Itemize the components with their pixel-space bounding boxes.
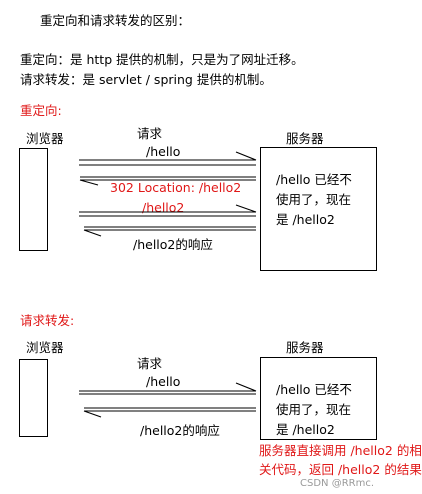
arrow-forward-request	[79, 382, 257, 395]
arrow-redirect-request	[79, 151, 257, 166]
redirect-section-title: 重定向:	[20, 103, 62, 118]
forward-section-title: 请求转发:	[20, 313, 75, 328]
arrows-layer	[79, 151, 257, 418]
forward-annotation-line: 服务器直接调用 /hello2 的相	[259, 443, 422, 458]
watermark: CSDN @RRmc.	[300, 478, 375, 489]
arrow-redirect-hello2-response	[83, 226, 256, 237]
redirect-server-box	[260, 147, 377, 271]
forward-server-box	[260, 357, 377, 440]
redirect-hello2-path: /hello2	[142, 200, 185, 215]
forward-hello-path: /hello	[146, 374, 181, 389]
forward-hello2-response: /hello2的响应	[140, 423, 220, 438]
forward-browser-box	[19, 359, 48, 437]
forward-server-note-line: 是 /hello2	[276, 422, 335, 437]
redirect-request-label: 请求	[137, 126, 163, 141]
redirect-definition: 重定向：是 http 提供的机制，只是为了网址迁移。	[20, 52, 304, 67]
redirect-hello2-response: /hello2的响应	[133, 237, 213, 252]
page-heading: 重定向和请求转发的区别：	[40, 13, 191, 28]
redirect-server-note-line: 是 /hello2	[276, 212, 335, 227]
redirect-302-response: 302 Location: /hello2	[110, 180, 242, 195]
arrow-redirect-302	[79, 176, 256, 186]
redirect-server-label: 服务器	[286, 131, 324, 146]
redirect-hello-path: /hello	[146, 144, 181, 159]
forward-server-note-line: /hello 已经不	[276, 382, 352, 397]
forward-definition: 请求转发：是 servlet / spring 提供的机制。	[20, 72, 272, 87]
forward-annotation-line: 关代码，返回 /hello2 的结果	[259, 462, 422, 477]
forward-browser-label: 浏览器	[26, 340, 64, 355]
arrow-redirect-hello2	[79, 204, 257, 217]
forward-server-note-line: 使用了，现在	[276, 402, 352, 417]
forward-server-label: 服务器	[286, 340, 324, 355]
redirect-browser-label: 浏览器	[26, 131, 64, 146]
redirect-browser-box	[19, 148, 48, 251]
forward-request-label: 请求	[137, 356, 163, 371]
redirect-server-note-line: /hello 已经不	[276, 172, 352, 187]
arrow-forward-response	[83, 407, 256, 418]
redirect-server-note-line: 使用了，现在	[276, 192, 352, 207]
